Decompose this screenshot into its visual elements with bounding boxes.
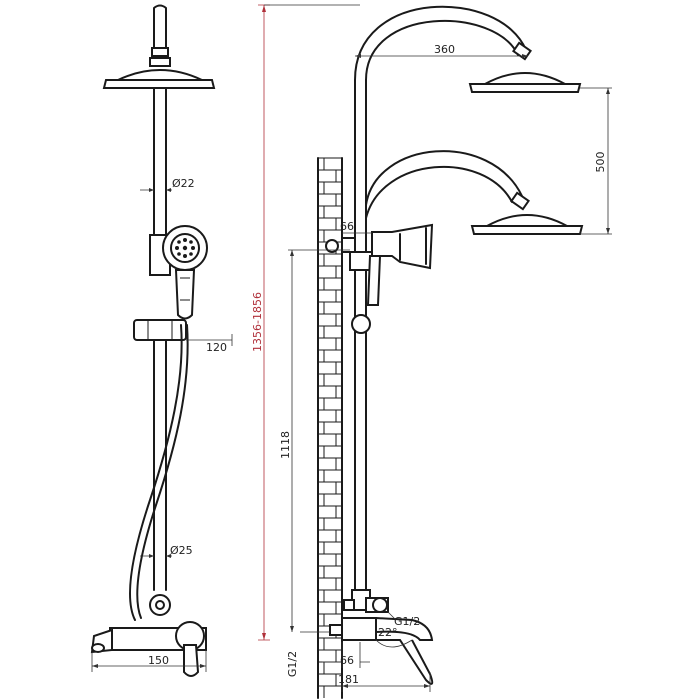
dim-slide-height: 1118 [279,249,350,632]
dim-hand-shower-offset-label: 66 [340,220,354,233]
side-upper-wall-bracket [341,237,356,253]
front-hand-shower-handle [174,269,196,320]
side-hand-shower-handle [366,255,382,306]
dim-total-height-label: 1356-1856 [251,292,264,352]
dim-diameter-bottom-label: Ø25 [170,544,193,557]
front-head-connector [149,57,171,67]
side-hand-shower-lines [399,227,427,265]
dim-spout-length-side: 181 [338,672,431,692]
dim-diameter-top-label: Ø22 [172,177,195,190]
front-hand-shower-nozzles [175,238,195,258]
side-upper-arm [354,5,527,81]
wall-brick-pattern [317,157,343,699]
side-lower-arm [365,150,523,219]
dim-inlet-thread-side: G1/2 [387,611,420,628]
dim-head-height-range-label: 500 [594,152,607,173]
dim-spout-angle-label: 22° [378,626,398,639]
side-spout [375,616,434,641]
front-riser-upper [153,87,167,236]
side-riser [354,79,367,601]
side-upper-head-dome [484,72,566,85]
dim-spout-length-side-label: 181 [338,673,359,686]
dim-spout-length-front: 150 [91,650,207,672]
side-view: 360 500 1118 66 G1/2 G1/2 66 [279,5,612,699]
side-lower-shower-head [470,225,584,235]
side-slide-knob [351,314,371,334]
dim-head-height-range: 500 [580,87,612,235]
dim-total-height: 1356-1856 [251,4,270,641]
side-upper-arm-nut [512,41,532,61]
dim-diameter-bottom: Ø25 [140,544,193,558]
dim-inlet-thread-bottom: G1/2 [286,631,330,677]
front-spout-aerator [91,643,105,653]
dim-spout-length-front-label: 150 [148,654,169,667]
front-top-nut [151,47,169,57]
front-top-stub [153,4,167,49]
side-inlet-cap [372,597,388,613]
front-hose [129,324,183,621]
side-lower-arm-nut [510,191,530,211]
side-wall-flange [329,624,343,636]
front-hand-shower-nozzle-ring [170,233,200,263]
dim-holder-depth: 120 [186,334,233,354]
dim-head-reach-label: 360 [434,43,455,56]
dim-head-reach: 360 [355,43,528,58]
dim-holder-depth-label: 120 [206,341,227,354]
dim-spout-angle: 22° [375,626,413,648]
front-riser-lower [153,339,167,591]
front-hose-outer [136,324,189,619]
front-shower-head [102,79,216,89]
dim-wall-offset: 66 [322,642,370,668]
front-slide-holder [133,319,187,341]
front-diverter-center [155,600,165,610]
side-upper-shower-head [468,83,582,93]
dim-diameter-top: Ø22 [140,177,195,192]
dim-slide-height-label: 1118 [279,431,292,459]
front-head-dome [117,69,203,81]
dim-wall-offset-label: 66 [340,654,354,667]
side-mixer-body [341,617,377,641]
front-handle-bands [180,277,190,301]
dim-inlet-thread-side-label: G1/2 [394,615,420,628]
side-upper-wall-screw [325,239,339,253]
dim-inlet-thread-bottom-label: G1/2 [286,651,299,677]
side-left-cap [343,599,355,611]
front-slide-holder-lines [147,320,173,340]
side-hand-shower [371,223,434,270]
side-lower-head-dome [486,214,568,227]
front-lever-handle [183,644,200,677]
dim-hand-shower-offset: 66 [340,220,372,234]
front-diverter-knob [149,594,171,616]
front-view: Ø22 Ø25 120 150 [90,4,233,677]
